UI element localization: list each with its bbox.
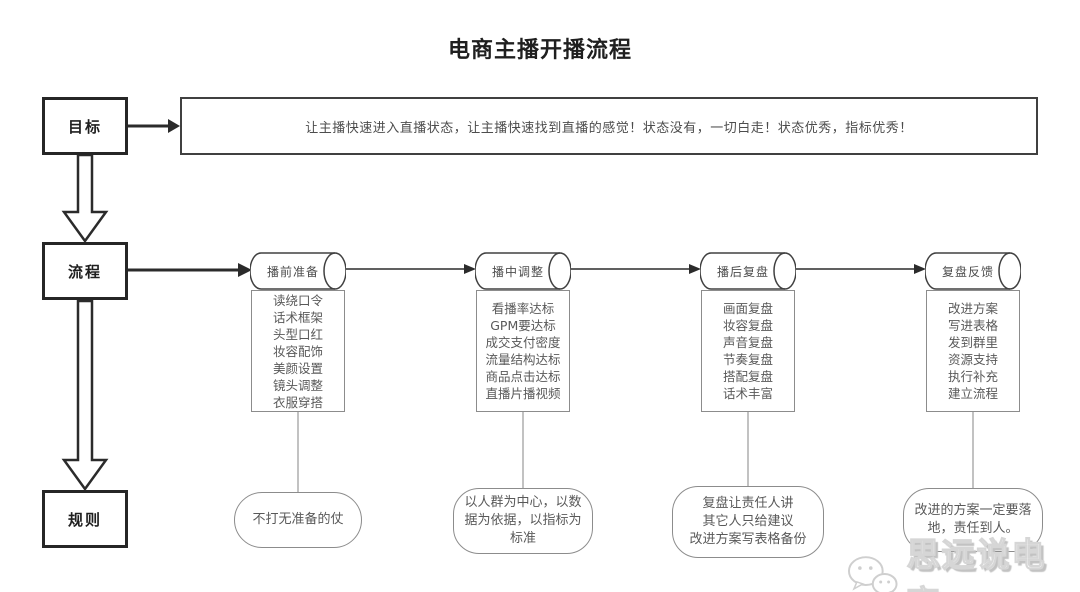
- watermark-text: 思远说电商: [906, 534, 1047, 592]
- stage-list-item: 流量结构达标: [485, 352, 561, 367]
- rules-node: 规则: [42, 490, 128, 548]
- stage-list-item: 看播率达标: [491, 301, 555, 316]
- stage-list-item: 镜头调整: [272, 377, 323, 393]
- stage1-rule-text: 不打无准备的仗: [252, 512, 344, 527]
- block-arrow-goal-to-process: [61, 153, 109, 244]
- stage1-rule-box: 不打无准备的仗: [234, 492, 362, 548]
- stage-list-item: 直播片播视频: [485, 386, 561, 401]
- stage4-flag: 复盘反馈: [925, 252, 1021, 290]
- stage-list-item: 执行补充: [947, 369, 998, 384]
- stage-list-item: 美颜设置: [272, 360, 323, 376]
- stage1-items-box: 读绕口令话术框架头型口红妆容配饰美颜设置镜头调整衣服穿搭: [251, 290, 345, 412]
- stage2-flag-label: 播中调整: [491, 264, 544, 279]
- block-arrow-process-to-rules: [61, 299, 109, 492]
- stage3-rule-box: 复盘让责任人讲 其它人只给建议 改进方案写表格备份: [672, 486, 824, 558]
- wechat-icon: [847, 556, 898, 592]
- stage-list-item: 读绕口令: [272, 292, 323, 308]
- cylinder-shape-icon: [250, 252, 346, 290]
- diagram-title: 电商主播开播流程: [447, 38, 632, 63]
- goal-banner-text: 让主播快速进入直播状态，让主播快速找到直播的感觉！状态没有，一切白走！状态优秀，…: [305, 120, 913, 136]
- stage-list-item: 妆容配饰: [272, 343, 323, 359]
- stage-list-item: 节奏复盘: [722, 352, 773, 367]
- stage-list-item: GPM要达标: [490, 318, 556, 333]
- goal-node: 目标: [42, 97, 128, 155]
- arrow-stage3-to-stage4: [796, 264, 926, 274]
- cylinder-shape-icon: [700, 252, 796, 290]
- stage-list-item: 写进表格: [947, 318, 998, 333]
- arrow-process-to-stage1: [128, 263, 252, 277]
- stage2-flag: 播中调整: [475, 252, 571, 290]
- stage-list-item: 建立流程: [947, 386, 998, 401]
- goal-banner: 让主播快速进入直播状态，让主播快速找到直播的感觉！状态没有，一切白走！状态优秀，…: [180, 97, 1038, 155]
- rules-node-label: 规则: [67, 510, 102, 529]
- stage3-flag-label: 播后复盘: [716, 264, 769, 279]
- stage4-rule-box: 改进的方案一定要落地，责任到人。: [903, 488, 1043, 552]
- stage-list-item: 资源支持: [947, 352, 998, 367]
- stage-list-item: 画面复盘: [722, 301, 773, 316]
- stage-list-item: 妆容复盘: [722, 318, 773, 333]
- cylinder-shape-icon: [475, 252, 571, 290]
- stage-list-item: 发到群里: [947, 335, 998, 350]
- stage-list-item: 成交支付密度: [485, 335, 561, 350]
- arrow-stage1-to-stage2: [346, 264, 476, 274]
- stage-list-item: 商品点击达标: [485, 369, 561, 384]
- stage1-flag: 播前准备: [250, 252, 346, 290]
- stage2-rule-box: 以人群为中心，以数据为依据，以指标为标准: [453, 488, 593, 554]
- stage-list-item: 改进方案: [947, 301, 998, 316]
- stage-list-item: 话术框架: [272, 309, 323, 325]
- stage3-rule-text: 复盘让责任人讲 其它人只给建议 改进方案写表格备份: [689, 496, 807, 547]
- watermark: 思远说电商: [845, 528, 1080, 592]
- process-node-label: 流程: [67, 262, 102, 281]
- stage-list-item: 头型口红: [272, 326, 323, 342]
- cylinder-shape-icon: [925, 252, 1021, 290]
- stage-list-item: 衣服穿搭: [272, 394, 323, 410]
- stage-list-item: 搭配复盘: [722, 369, 773, 384]
- stage3-items-box: 画面复盘妆容复盘声音复盘节奏复盘搭配复盘话术丰富: [701, 290, 795, 412]
- stage-list-item: 话术丰富: [722, 386, 773, 401]
- goal-node-label: 目标: [67, 117, 102, 136]
- stage3-flag: 播后复盘: [700, 252, 796, 290]
- stage4-items-box: 改进方案写进表格发到群里资源支持执行补充建立流程: [926, 290, 1020, 412]
- stage2-rule-text: 以人群为中心，以数据为依据，以指标为标准: [464, 495, 582, 546]
- stage4-flag-label: 复盘反馈: [941, 264, 994, 279]
- process-node: 流程: [42, 242, 128, 300]
- stage1-flag-label: 播前准备: [266, 264, 319, 279]
- stage2-items-box: 看播率达标 GPM要达标成交支付密度流量结构达标商品点击达标直播片播视频: [476, 290, 570, 412]
- stage4-rule-text: 改进的方案一定要落地，责任到人。: [914, 503, 1032, 536]
- arrow-goal-to-banner: [128, 119, 180, 133]
- stage-list-item: 声音复盘: [722, 335, 773, 350]
- arrow-stage2-to-stage3: [571, 264, 701, 274]
